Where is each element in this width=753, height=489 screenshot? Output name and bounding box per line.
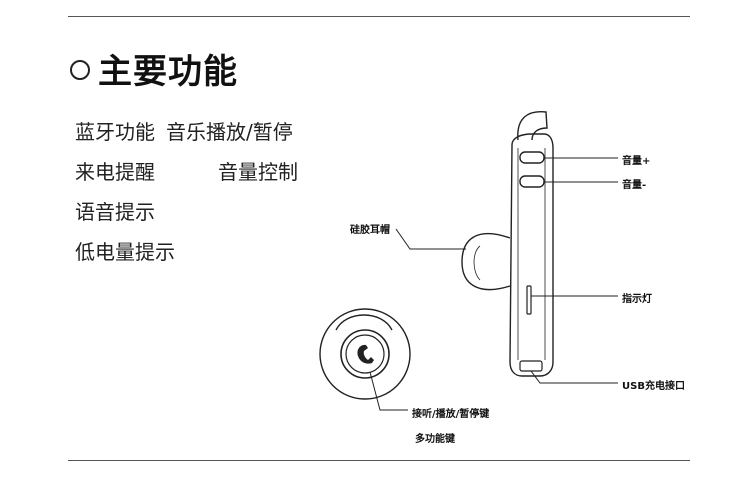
multifunction-button-detail	[319, 308, 411, 400]
volume-up-button	[519, 151, 545, 164]
feature-voice-prompt: 语音提示	[75, 200, 155, 224]
feature-low-battery: 低电量提示	[75, 240, 175, 264]
feature-incoming-call: 来电提醒	[75, 160, 155, 184]
label-volume-up: 音量+	[622, 156, 651, 167]
headset-body-icon	[509, 111, 554, 377]
label-multi: 多功能键	[415, 434, 455, 445]
top-divider	[68, 16, 690, 17]
page-title: 主要功能	[98, 52, 238, 92]
feature-volume-control: 音量控制	[218, 160, 298, 184]
label-volume-down: 音量-	[622, 180, 647, 191]
volume-down-button	[519, 175, 545, 188]
circle-bullet-icon	[70, 60, 90, 80]
section-header: 主要功能	[70, 44, 238, 93]
label-eartip: 硅胶耳帽	[350, 225, 390, 236]
label-indicator: 指示灯	[622, 294, 652, 305]
feature-bluetooth: 蓝牙功能	[75, 120, 155, 144]
usb-port	[519, 360, 543, 372]
feature-music: 音乐播放/暂停	[166, 120, 293, 144]
label-answer: 接听/播放/暂停键	[412, 409, 490, 420]
indicator-light	[526, 285, 532, 315]
leader-lines	[369, 157, 618, 411]
label-usb: USB充电接口	[622, 381, 685, 392]
eartip-icon	[461, 232, 511, 291]
phone-icon	[357, 344, 374, 364]
bottom-divider	[68, 460, 690, 461]
